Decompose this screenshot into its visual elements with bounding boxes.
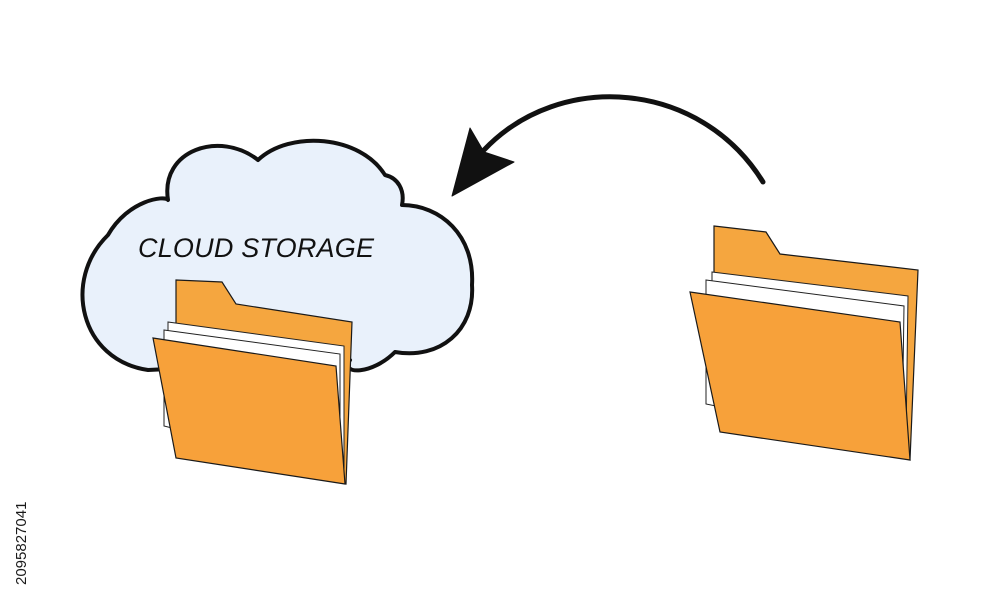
folder-icon (152, 279, 353, 485)
folder-front (689, 291, 911, 461)
stock-id-text: 2095827041 (13, 502, 30, 585)
cloud-label: CLOUD STORAGE (138, 233, 375, 263)
arrow-curve (481, 94, 766, 185)
folder-icon (689, 225, 919, 461)
folder-front (152, 337, 346, 485)
curved-arrow-icon (451, 94, 766, 197)
arrowhead (451, 127, 515, 197)
